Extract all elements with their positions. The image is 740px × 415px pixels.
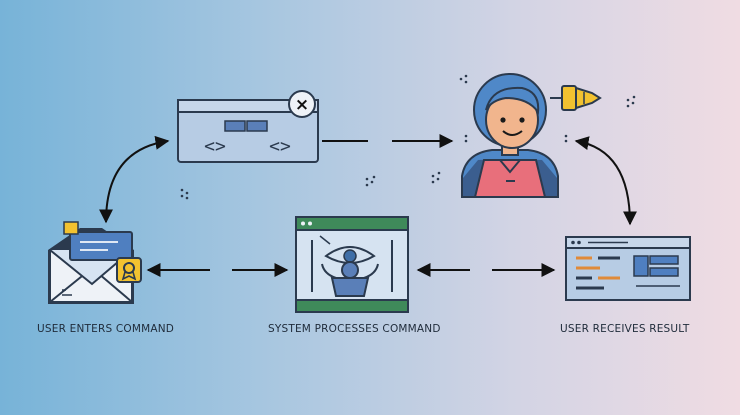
envelope-icon [48,221,134,304]
arrow-avatar-to-result [574,136,637,226]
sparkle-dots [180,74,636,200]
close-glyph: × [295,95,309,115]
badge-icon [116,257,142,283]
code-tag-left: <> [204,136,226,157]
step-label-process: SYSTEM PROCESSES COMMAND [268,323,441,335]
step-label-result: USER RECEIVES RESULT [560,323,690,335]
processing-system-icon [295,216,409,313]
user-avatar-icon [461,73,559,198]
step-label-enter: USER ENTERS COMMAND [37,323,175,335]
code-window-icon: <> <> [177,99,319,163]
plug-icon [550,85,602,111]
arrow-window-to-envelope [99,135,170,224]
result-window-icon [565,236,691,301]
close-icon: × [288,90,316,118]
code-tag-right: <> [269,136,291,157]
connector-arrows [99,134,637,277]
